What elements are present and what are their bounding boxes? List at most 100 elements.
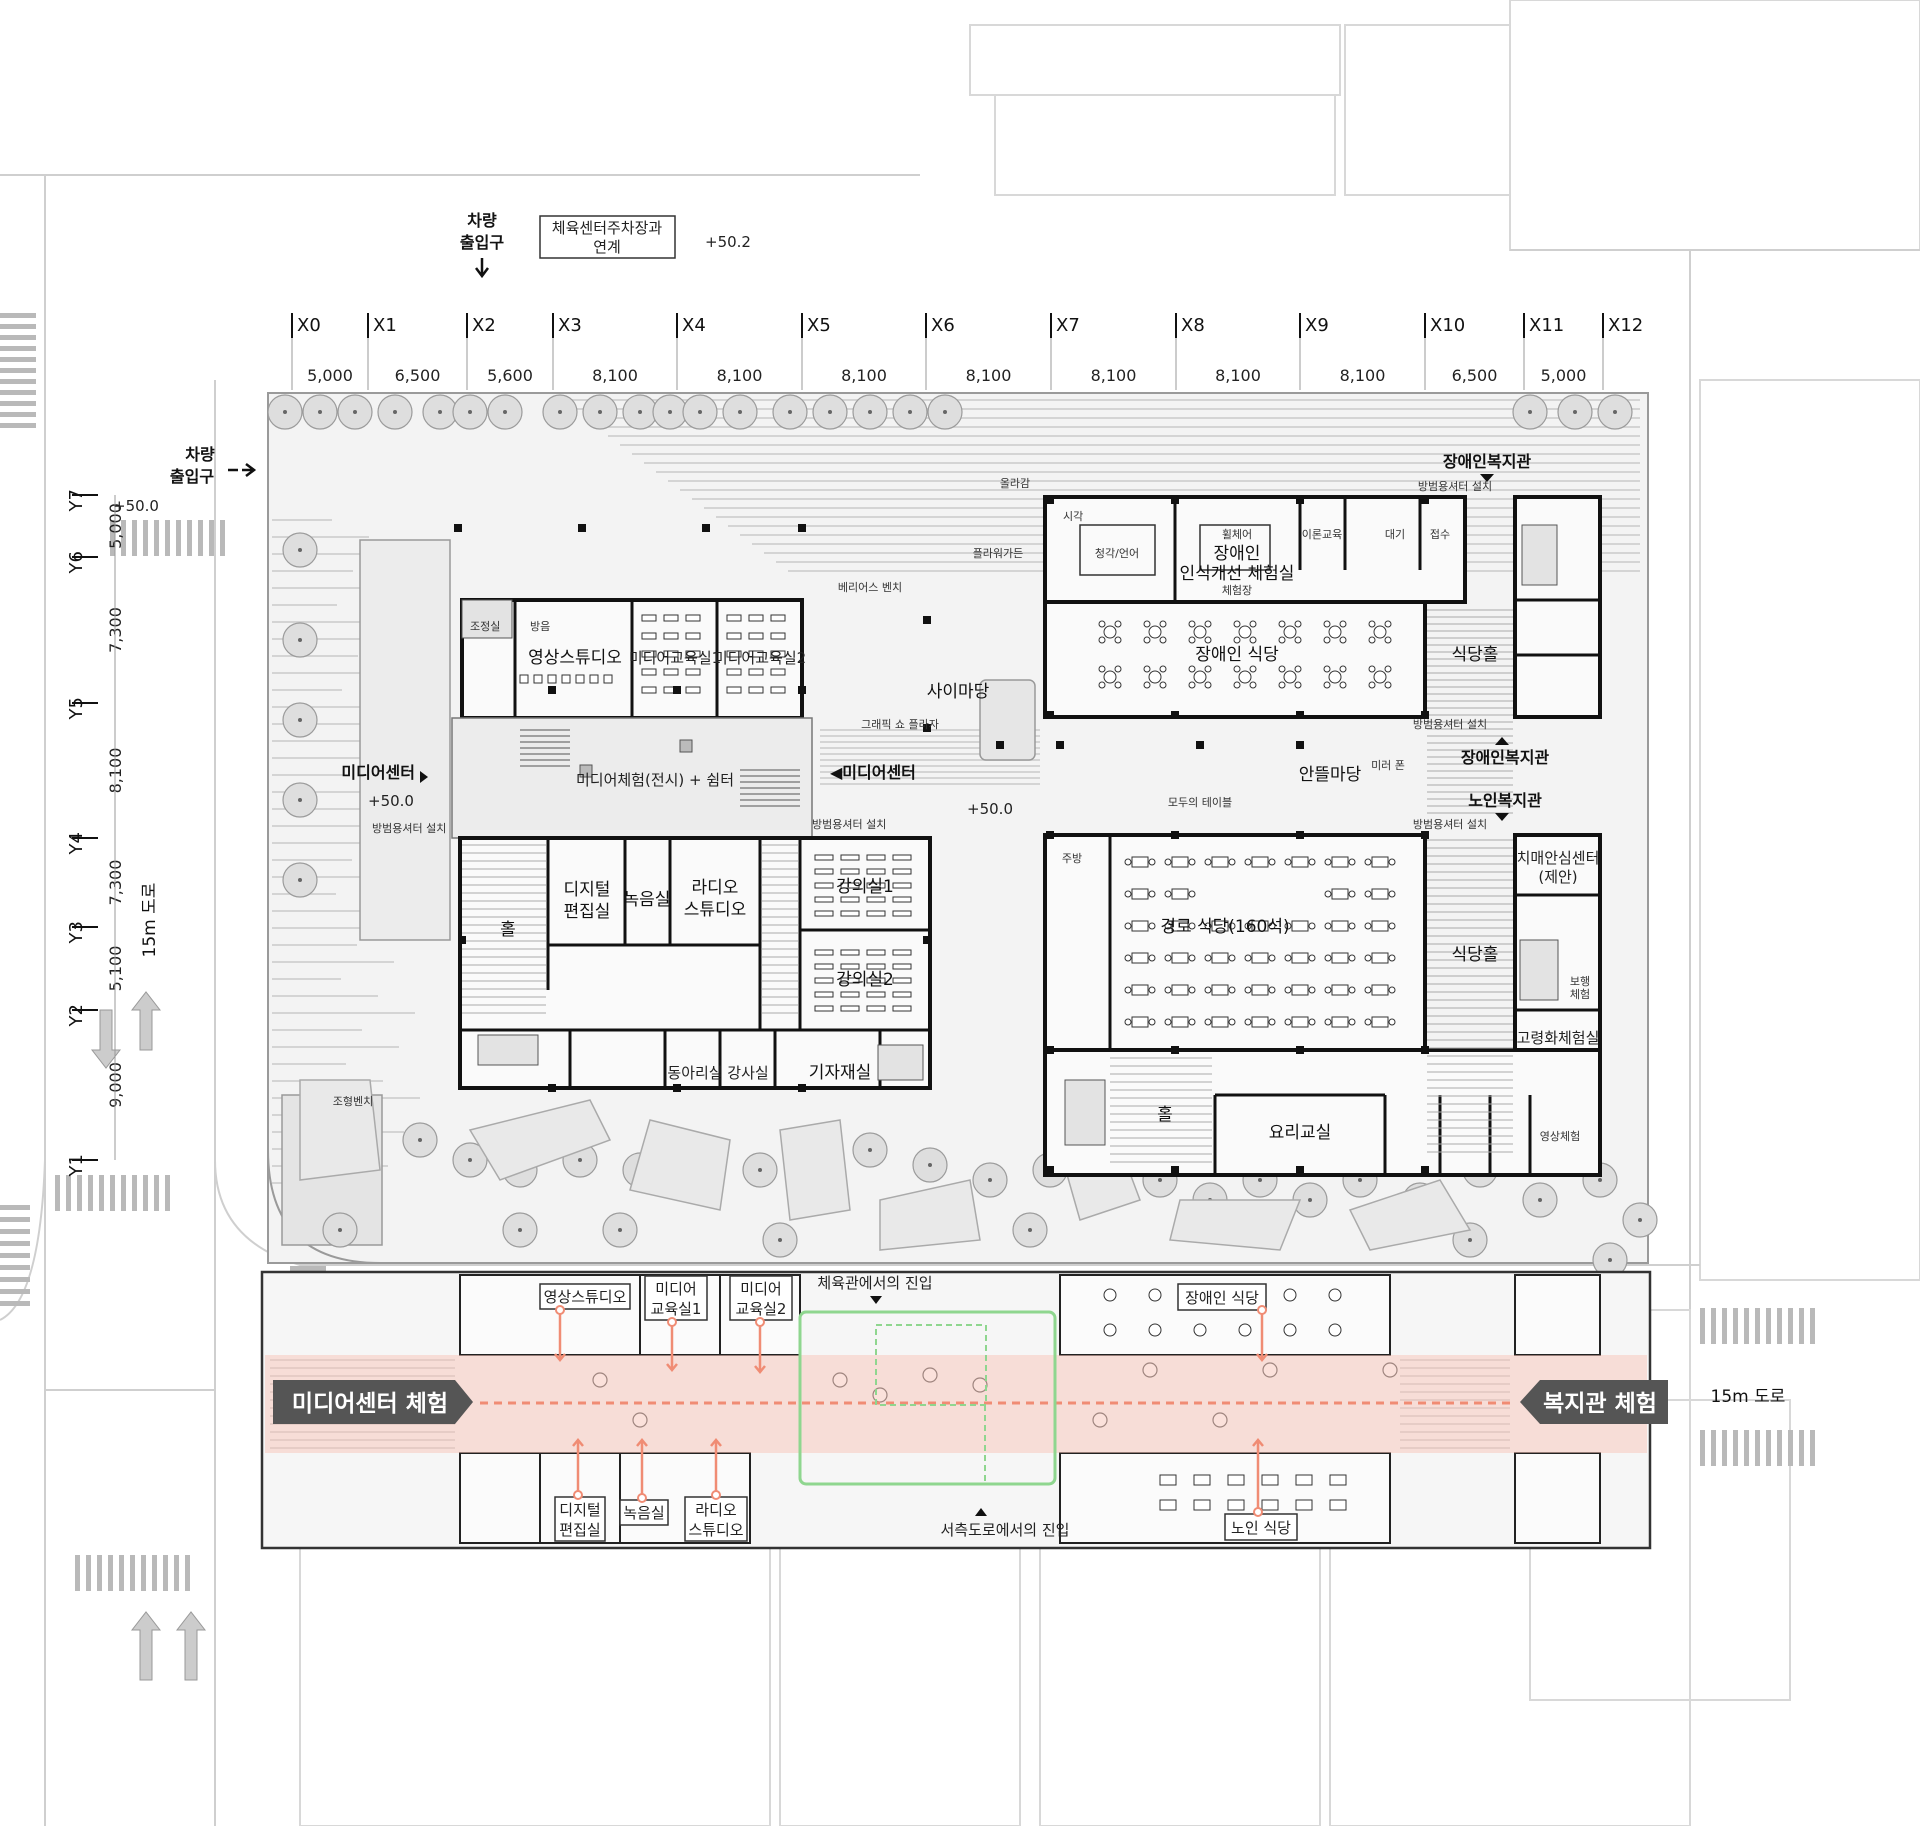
chair	[1188, 681, 1196, 689]
column	[1171, 1046, 1179, 1054]
dining-table	[1171, 952, 1189, 964]
grid-x-label: X3	[558, 315, 582, 336]
desk	[663, 668, 679, 676]
chair	[1278, 665, 1286, 673]
chair	[1268, 1018, 1276, 1026]
tree-center	[758, 1168, 762, 1172]
dining-table	[1193, 670, 1207, 684]
vehicle-entrance-left-l1: 차량	[185, 445, 215, 464]
dining-table	[1251, 920, 1269, 932]
grid-x-dim: 8,100	[592, 366, 638, 385]
chair	[1323, 636, 1331, 644]
crosswalk-stripe	[0, 1205, 30, 1210]
desk	[840, 977, 860, 984]
strip-arrowhead-icon	[754, 1365, 766, 1374]
parking-link-l1: 체육센터주차장과	[552, 219, 663, 237]
entry-gym-label: 체육관에서의 진입	[817, 1274, 932, 1292]
chair	[1204, 681, 1212, 689]
column	[1046, 1046, 1054, 1054]
crosswalk-stripe	[1733, 1308, 1738, 1344]
desk	[814, 854, 834, 861]
desk	[840, 868, 860, 875]
desk	[685, 686, 701, 694]
tree-center	[298, 878, 302, 882]
column	[673, 1084, 681, 1092]
desk	[814, 1005, 834, 1012]
experience-area-label: 체험장	[1222, 584, 1252, 597]
desk	[866, 910, 886, 917]
strip-table	[1159, 1474, 1177, 1486]
chair	[1148, 890, 1156, 898]
tree-center	[943, 410, 947, 414]
crosswalk-stripe	[163, 1555, 168, 1591]
tree-center	[1308, 1198, 1312, 1202]
chair	[1323, 681, 1331, 689]
column	[548, 686, 556, 694]
dining-table	[1238, 670, 1252, 684]
seat	[533, 674, 543, 684]
chair	[1324, 1018, 1332, 1026]
desk	[892, 882, 912, 889]
crosswalk-stripe	[130, 1555, 135, 1591]
desk	[866, 949, 886, 956]
chair	[1204, 954, 1212, 962]
desk	[814, 977, 834, 984]
strip-bottom-tag-text: 편집실	[559, 1521, 600, 1539]
dining-table	[1103, 625, 1117, 639]
chair	[1339, 665, 1347, 673]
crosswalk-stripe	[121, 1175, 126, 1211]
crosswalk-stripe	[187, 520, 192, 556]
crosswalk-stripe	[0, 1301, 30, 1306]
tree-center	[638, 410, 642, 414]
desk	[866, 882, 886, 889]
tree-center	[1468, 1238, 1472, 1242]
elderly-welfare-label: 노인복지관	[1468, 791, 1542, 810]
strip-table	[1227, 1499, 1245, 1511]
desk	[892, 896, 912, 903]
desk	[641, 650, 657, 658]
desk	[685, 668, 701, 676]
desk	[770, 650, 786, 658]
tree-center	[393, 410, 397, 414]
crosswalk-stripe	[209, 520, 214, 556]
exhibit-pedestal	[579, 764, 593, 778]
chair	[1124, 922, 1132, 930]
desk	[892, 991, 912, 998]
column	[1421, 1046, 1429, 1054]
sai-madang-label: 사이마당	[927, 682, 990, 702]
crosswalk-stripe	[132, 1175, 137, 1211]
chair	[1228, 922, 1236, 930]
disabled-welfare-top-label: 장애인복지관	[1443, 452, 1532, 471]
column	[923, 724, 931, 732]
aging-exp-label: 고령화체험실	[1517, 1029, 1600, 1047]
desk	[726, 686, 742, 694]
strip-disabled-dining-tag	[1177, 1283, 1267, 1311]
crosswalk-stripe	[152, 1555, 157, 1591]
strip-table	[1227, 1474, 1245, 1486]
chair	[1204, 922, 1212, 930]
desk	[770, 686, 786, 694]
crosswalk-stripe	[0, 412, 36, 417]
chair	[1278, 620, 1286, 628]
grid-y-label: Y6	[66, 551, 87, 574]
crosswalk-stripe	[75, 1555, 80, 1591]
chair	[1204, 620, 1212, 628]
shutter-label-3: 방범용셔터 설치	[1418, 480, 1492, 493]
crosswalk-stripe	[1755, 1308, 1760, 1344]
chair	[1284, 954, 1292, 962]
strip-table	[1159, 1499, 1177, 1511]
down-arrow-icon	[475, 258, 489, 279]
desk	[892, 963, 912, 970]
grid-y-label: Y3	[66, 921, 87, 944]
dementia-center-l2: (제안)	[1538, 868, 1577, 886]
crosswalk-stripe	[1766, 1308, 1771, 1344]
chair	[1388, 890, 1396, 898]
chair	[1268, 954, 1276, 962]
chair	[1114, 636, 1122, 644]
strip-arrow-origin	[667, 1317, 677, 1327]
strip-arrowhead-icon	[554, 1353, 566, 1362]
grid-x-label: X5	[807, 315, 831, 336]
dining-table	[1211, 984, 1229, 996]
grid-y-label: Y7	[66, 489, 87, 512]
column	[1171, 496, 1179, 504]
